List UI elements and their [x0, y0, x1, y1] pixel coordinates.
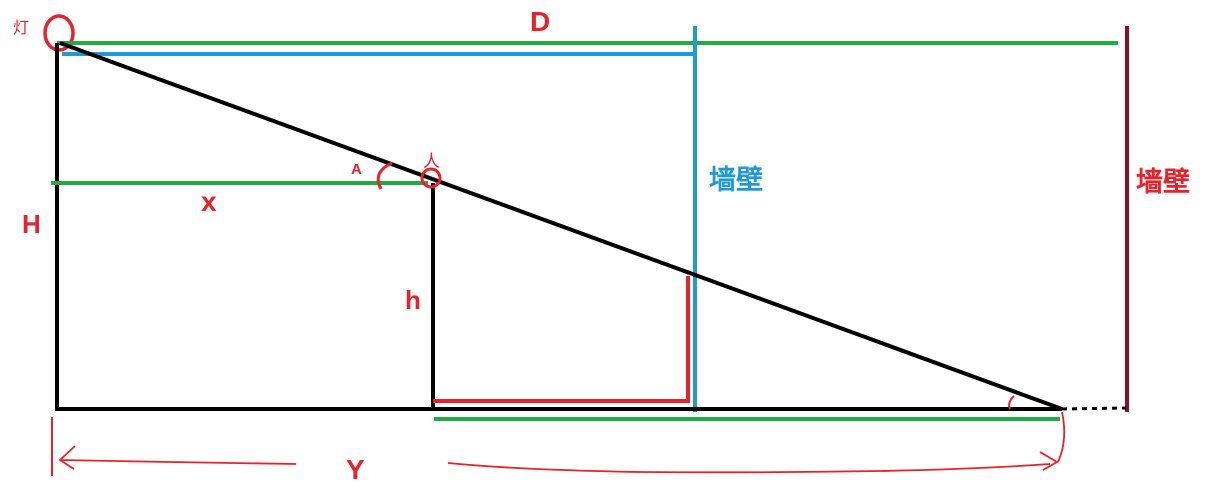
lamp-label: 灯: [13, 18, 30, 37]
x-label: x: [201, 186, 217, 217]
light-ray-diagonal: [59, 41, 1063, 411]
angle-A-arc: [376, 161, 393, 190]
ground-dotted-extension: [1061, 406, 1127, 411]
y-arrow-right: [447, 451, 1059, 474]
y-right-tick: [1057, 411, 1066, 463]
D-label: D: [530, 6, 551, 37]
person-label: 人: [423, 152, 440, 172]
blue-wall-label: 墙壁: [709, 165, 763, 195]
h-label: h: [405, 285, 421, 315]
y-arrow-left: [58, 445, 297, 470]
person-head-circle: [420, 167, 442, 189]
dark-wall-label: 墙壁: [1136, 167, 1190, 197]
H-label: H: [22, 209, 41, 239]
Y-label: Y: [346, 454, 365, 485]
tip-angle-arc: [1008, 395, 1015, 410]
angle-A-label: A: [351, 161, 362, 178]
